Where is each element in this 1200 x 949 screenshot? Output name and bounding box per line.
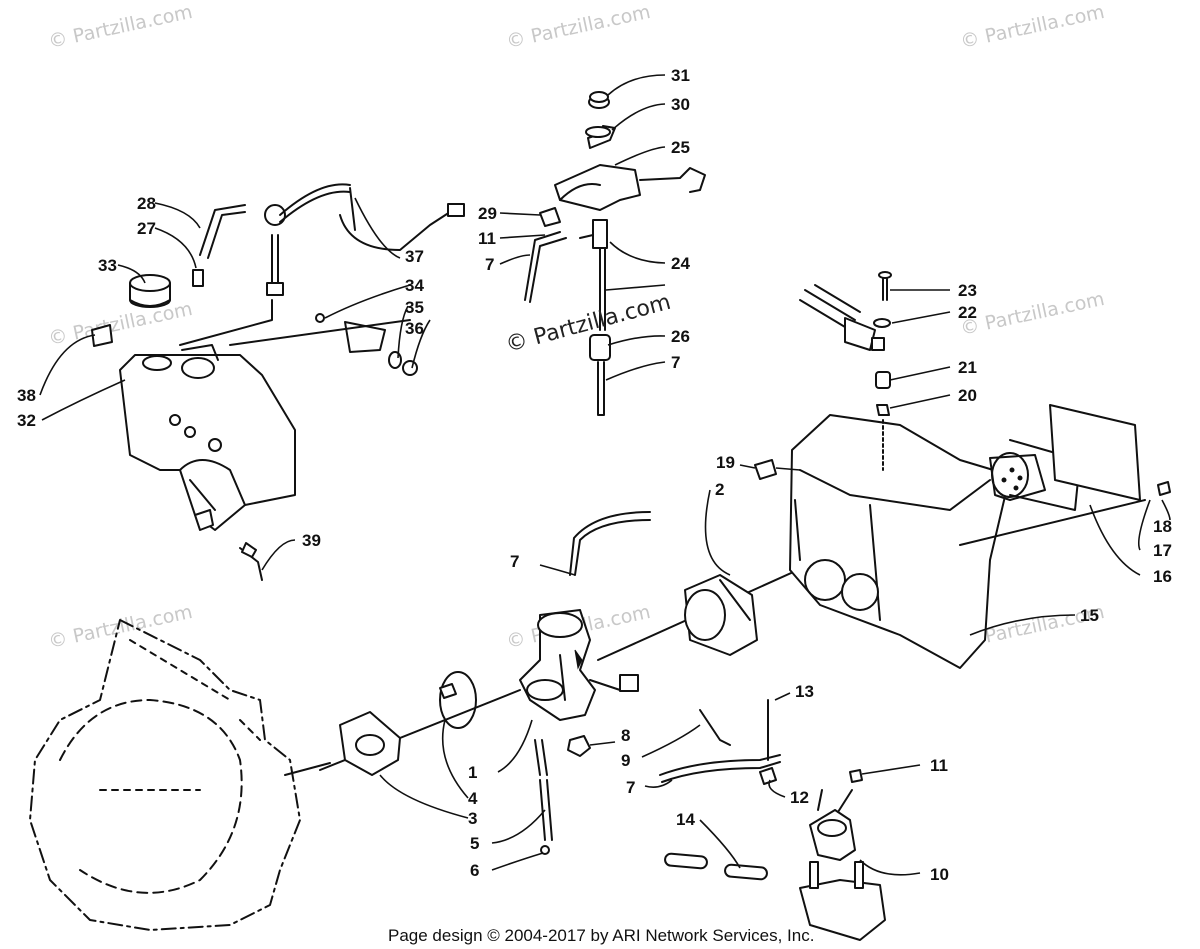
center-watermark: © Partzilla.com <box>503 290 673 358</box>
watermark: © Partzilla.com <box>46 1 194 53</box>
callout-28: 28 <box>137 194 156 213</box>
callout-16: 16 <box>1153 567 1172 586</box>
callout-23: 23 <box>958 281 977 300</box>
callout-30: 30 <box>671 95 690 114</box>
callout-13: 13 <box>795 682 814 701</box>
intake-boot <box>684 574 758 656</box>
airbox-axis <box>959 499 1146 546</box>
engine-outline <box>29 619 331 931</box>
tank-drain-fitting <box>239 542 263 581</box>
callout-6: 6 <box>470 861 479 880</box>
airbox-screen <box>1049 404 1141 501</box>
callout-1: 1 <box>468 763 477 782</box>
callout-34: 34 <box>405 276 424 295</box>
tank-decal <box>91 324 113 347</box>
watermark: © Partzilla.com <box>504 1 652 53</box>
callout-11-pump: 11 <box>930 756 948 775</box>
watermark: © Partzilla.com <box>958 1 1106 53</box>
callout-19: 19 <box>716 453 735 472</box>
screen-screw <box>1157 481 1171 496</box>
callout-7-carb: 7 <box>510 552 519 571</box>
drain-hose <box>534 739 553 855</box>
callout-11-top: 11 <box>478 229 496 248</box>
callout-25: 25 <box>671 138 690 157</box>
oil-tank <box>119 344 296 531</box>
callout-8: 8 <box>621 726 630 745</box>
fuel-valve-assembly <box>539 91 706 416</box>
callout-10: 10 <box>930 865 949 884</box>
tank-cap <box>129 274 171 308</box>
callout-5: 5 <box>470 834 479 853</box>
watermark: © Partzilla.com <box>958 288 1106 340</box>
throttle-switch <box>799 284 885 351</box>
vent-hose <box>192 204 246 287</box>
airbox-clip <box>754 459 777 480</box>
oil-level-sensor <box>264 183 465 296</box>
airbox-filter-tube <box>989 439 1081 511</box>
callout-18: 18 <box>1153 517 1172 536</box>
fuel-line-7a <box>524 231 567 303</box>
pump-impulse-line <box>659 699 781 785</box>
callout-3: 3 <box>468 809 477 828</box>
callout-9: 9 <box>621 751 630 770</box>
callout-33: 33 <box>98 256 117 275</box>
callout-36: 36 <box>405 319 424 338</box>
watermark: © Partzilla.com <box>46 298 194 350</box>
airbox <box>789 414 1011 669</box>
mount-screw-stack <box>873 271 892 471</box>
callout-38: 38 <box>17 386 36 405</box>
callout-2: 2 <box>715 480 724 499</box>
callout-labels: 31 30 25 29 11 7 24 26 7 28 27 33 37 34 … <box>17 66 1172 884</box>
callout-31: 31 <box>671 66 690 85</box>
callout-37: 37 <box>405 247 424 266</box>
pump-hose-14 <box>664 852 768 881</box>
footer-copyright: Page design © 2004-2017 by ARI Network S… <box>388 926 814 945</box>
callout-4: 4 <box>468 789 478 808</box>
carb-plug <box>567 735 591 757</box>
callout-14: 14 <box>676 810 695 829</box>
carb-vent-hose <box>569 511 651 576</box>
callout-20: 20 <box>958 386 977 405</box>
callout-21: 21 <box>958 358 977 377</box>
callout-12: 12 <box>790 788 809 807</box>
callout-27: 27 <box>137 219 156 238</box>
fuel-pump <box>799 769 886 941</box>
callout-35: 35 <box>405 298 424 317</box>
intake-flange <box>339 711 401 776</box>
callout-32: 32 <box>17 411 36 430</box>
intake-clamp <box>439 671 477 729</box>
callout-17: 17 <box>1153 541 1172 560</box>
carburetor <box>519 609 639 721</box>
sensor-mount-line <box>179 299 273 346</box>
callout-7-top: 7 <box>485 255 494 274</box>
callout-7-pump: 7 <box>626 778 635 797</box>
callout-39: 39 <box>302 531 321 550</box>
leader-lines <box>39 74 1171 876</box>
callout-29: 29 <box>478 204 497 223</box>
callout-24: 24 <box>671 254 690 273</box>
callout-15: 15 <box>1080 606 1099 625</box>
callout-26: 26 <box>671 327 690 346</box>
callout-22: 22 <box>958 303 977 322</box>
callout-7-fuelline: 7 <box>671 353 680 372</box>
